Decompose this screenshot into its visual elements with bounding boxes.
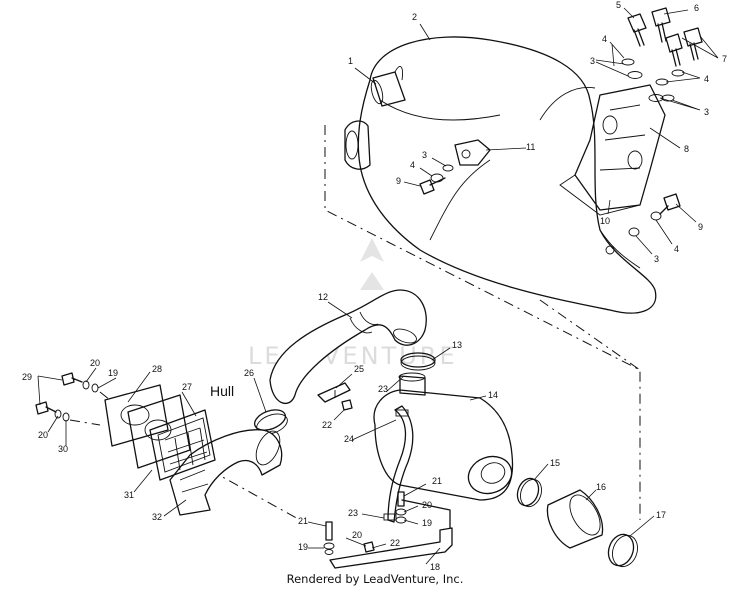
callout-20-c: 20 — [422, 500, 432, 510]
manifold-bolts — [627, 7, 703, 67]
callout-19-c: 19 — [298, 542, 308, 552]
callout-21-a: 21 — [432, 476, 442, 486]
part-22-screw — [341, 399, 353, 411]
callout-16: 16 — [596, 482, 606, 492]
callout-30: 30 — [58, 444, 68, 454]
part-18-mount-bracket — [329, 499, 453, 569]
part-17-clamp — [607, 533, 638, 568]
callout-28: 28 — [152, 364, 162, 374]
part-24-strap — [383, 405, 414, 523]
callout-7: 7 — [722, 54, 727, 64]
callout-23-b: 23 — [348, 508, 358, 518]
callout-29: 29 — [22, 372, 32, 382]
callout-4-c: 4 — [410, 160, 415, 170]
callout-10: 10 — [600, 216, 610, 226]
callout-20-a: 20 — [90, 358, 100, 368]
callout-8: 8 — [684, 144, 689, 154]
callout-3-c: 3 — [422, 150, 427, 160]
callout-32: 32 — [152, 512, 162, 522]
callout-18: 18 — [430, 562, 440, 572]
callout-3-d: 3 — [654, 254, 659, 264]
callout-24: 24 — [344, 434, 354, 444]
callout-19-b: 19 — [422, 518, 432, 528]
hull-label: Hull — [210, 383, 234, 399]
callout-1: 1 — [348, 56, 353, 66]
callout-4-b: 4 — [704, 74, 709, 84]
callout-22-b: 22 — [390, 538, 400, 548]
callout-25: 25 — [354, 364, 364, 374]
callout-9-a: 9 — [396, 176, 401, 186]
chamber-bracket-hardware — [419, 139, 681, 237]
part-16-rubber-sleeve — [546, 489, 604, 549]
part-31-plate — [127, 394, 191, 469]
callout-4-d: 4 — [674, 244, 679, 254]
callout-27: 27 — [182, 382, 192, 392]
callout-4-a: 4 — [602, 34, 607, 44]
callout-20-d: 20 — [352, 530, 362, 540]
callout-21-b: 21 — [298, 516, 308, 526]
callout-22-a: 22 — [322, 420, 332, 430]
part-15-clamp — [516, 477, 542, 508]
part-12-exhaust-hose — [269, 289, 427, 405]
part-28-plate — [104, 384, 169, 447]
callout-9-b: 9 — [698, 222, 703, 232]
callout-12: 12 — [318, 292, 328, 302]
callout-3-a: 3 — [590, 56, 595, 66]
callout-19-a: 19 — [108, 368, 118, 378]
callout-3-b: 3 — [704, 107, 709, 117]
part-32-elbow — [169, 429, 283, 516]
callout-20-b: 20 — [38, 430, 48, 440]
callout-26: 26 — [244, 368, 254, 378]
callout-15: 15 — [550, 458, 560, 468]
callout-23-a: 23 — [378, 384, 388, 394]
callout-6: 6 — [694, 3, 699, 13]
exhaust-chamber — [344, 36, 657, 314]
callout-2: 2 — [412, 12, 417, 22]
callout-31: 31 — [124, 490, 134, 500]
part-25-clip — [317, 382, 351, 403]
watermark-logo-icon — [360, 238, 384, 290]
part-8-manifold-flange — [559, 84, 666, 216]
leader-lines — [37, 7, 719, 565]
watermark: LEADVENTURE — [248, 238, 455, 370]
manifold-washers — [621, 58, 685, 102]
left-hardware — [35, 372, 111, 426]
callout-11: 11 — [526, 142, 535, 152]
footer-credit: Rendered by LeadVenture, Inc. — [286, 572, 464, 586]
callout-17: 17 — [656, 510, 666, 520]
callout-5: 5 — [616, 0, 621, 10]
bracket-hardware — [323, 491, 407, 555]
callout-14: 14 — [488, 390, 498, 400]
alignment-lines — [209, 125, 641, 521]
part-13-clamp — [400, 352, 436, 371]
callout-13: 13 — [452, 340, 462, 350]
part-1-fitting — [370, 65, 406, 107]
callout-labels: 1 2 3 4 5 6 7 4 3 8 11 3 4 9 10 9 4 3 12… — [22, 0, 727, 572]
